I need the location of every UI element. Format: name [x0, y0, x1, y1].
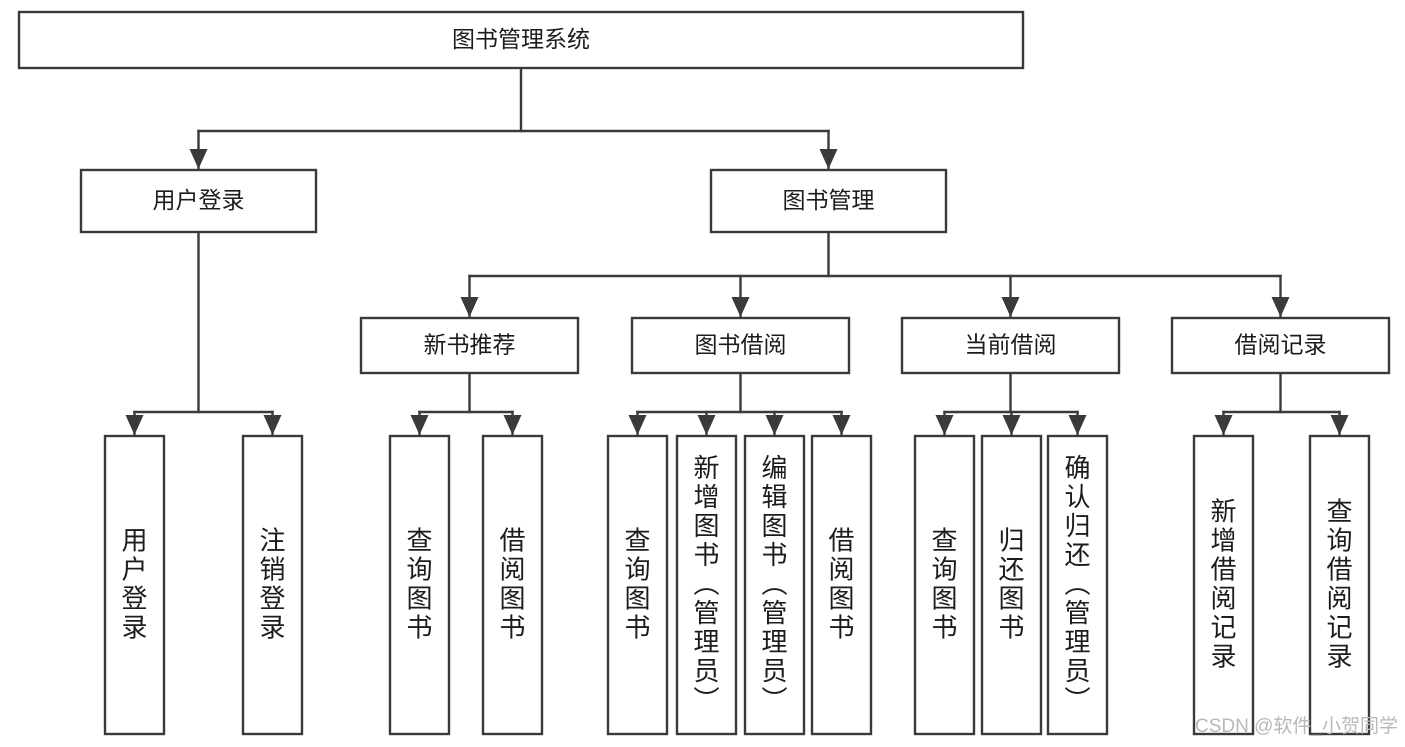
- leafgrp-user-login-arrow-1: [263, 415, 282, 435]
- node-labels: 图书管理系统用户登录图书管理新书推荐图书借阅当前借阅借阅记录用户登录注销登录查询…: [121, 26, 1352, 715]
- leaf-node-leaf-borrow-book-recommend-label: 借阅图书: [499, 526, 525, 643]
- level2-node-borrow-records-box[interactable]: [1170, 316, 1391, 375]
- leaf-node-leaf-borrow-book-label: 借阅图书: [828, 526, 854, 643]
- level2-node-borrow-records-label: 借阅记录: [1235, 332, 1327, 358]
- leafgrp-new-book-recommend-arrow-0: [410, 415, 429, 435]
- leaf-node-leaf-user-login-label: 用户登录: [121, 526, 147, 643]
- leaf-node-leaf-query-borrow-record-box[interactable]: [1308, 434, 1371, 736]
- leaf-node-leaf-borrow-book-recommend-box[interactable]: [481, 434, 544, 736]
- leafgrp-current-borrow-arrow-1: [1002, 415, 1021, 435]
- leaf-node-leaf-query-book-current-box[interactable]: [913, 434, 976, 736]
- leaf-node-leaf-add-borrow-record-box[interactable]: [1192, 434, 1255, 736]
- connector-lines: [133, 66, 1341, 437]
- level2-node-book-borrow-label: 图书借阅: [695, 332, 787, 358]
- level2-node-book-borrow-box[interactable]: [630, 316, 851, 375]
- level2-node-current-borrow-box[interactable]: [900, 316, 1121, 375]
- leafgrp-book-borrow-arrow-0: [628, 415, 647, 435]
- leaf-node-leaf-add-book-admin-box[interactable]: [675, 434, 738, 736]
- level2-node-new-book-recommend-label: 新书推荐: [424, 332, 516, 358]
- leafgrp-borrow-records-arrow-1: [1330, 415, 1349, 435]
- root-node-box[interactable]: [17, 10, 1025, 70]
- leaf-node-leaf-query-book-recommend-box[interactable]: [388, 434, 451, 736]
- leaf-node-leaf-query-book-recommend-label: 查询图书: [406, 526, 432, 643]
- leaf-node-leaf-confirm-return-admin-label: 确认归还︵管理员︶: [1064, 453, 1090, 715]
- leafgrp-borrow-records-arrow-0: [1214, 415, 1233, 435]
- leaf-node-leaf-user-login-box[interactable]: [103, 434, 166, 736]
- leaf-node-leaf-add-book-admin-label: 新增图书︵管理员︶: [693, 453, 719, 715]
- csdn-watermark: CSDN @软件_小贺同学: [1195, 715, 1398, 737]
- leaf-node-leaf-confirm-return-admin-box[interactable]: [1046, 434, 1109, 736]
- root-arrow-1: [819, 149, 838, 169]
- bookmgmt-arrow-1: [731, 297, 750, 317]
- leaf-node-leaf-edit-book-admin-label: 编辑图书︵管理员︶: [761, 453, 787, 715]
- leafgrp-book-borrow-arrow-2: [765, 415, 784, 435]
- leaf-node-leaf-add-borrow-record-label: 新增借阅记录: [1210, 497, 1236, 672]
- leafgrp-new-book-recommend-arrow-1: [503, 415, 522, 435]
- bookmgmt-arrow-0: [460, 297, 479, 317]
- leaf-node-leaf-query-book-borrow-box[interactable]: [606, 434, 669, 736]
- level2-node-current-borrow-label: 当前借阅: [965, 332, 1057, 358]
- node-boxes: [17, 10, 1391, 736]
- leaf-node-leaf-return-book-box[interactable]: [980, 434, 1043, 736]
- leafgrp-current-borrow-arrow-2: [1068, 415, 1087, 435]
- leaf-node-leaf-query-book-current-label: 查询图书: [931, 526, 957, 643]
- level2-node-new-book-recommend-box[interactable]: [359, 316, 580, 375]
- arrow-heads: [125, 149, 1349, 435]
- level1-node-user-login-box[interactable]: [79, 168, 318, 234]
- bookmgmt-arrow-3: [1271, 297, 1290, 317]
- leaf-node-leaf-borrow-book-box[interactable]: [810, 434, 873, 736]
- bookmgmt-arrow-2: [1001, 297, 1020, 317]
- level1-node-user-login-label: 用户登录: [153, 187, 245, 213]
- leafgrp-current-borrow-arrow-0: [935, 415, 954, 435]
- leaf-node-leaf-user-logout-box[interactable]: [241, 434, 304, 736]
- level1-node-book-management-box[interactable]: [709, 168, 948, 234]
- leaf-node-leaf-query-book-borrow-label: 查询图书: [624, 526, 650, 643]
- leafgrp-user-login-arrow-0: [125, 415, 144, 435]
- level1-node-book-management-label: 图书管理: [783, 187, 875, 213]
- leaf-node-leaf-return-book-label: 归还图书: [998, 526, 1024, 643]
- leaf-node-leaf-user-logout-label: 注销登录: [259, 526, 285, 643]
- leafgrp-book-borrow-arrow-1: [697, 415, 716, 435]
- root-node-label: 图书管理系统: [452, 26, 590, 52]
- leaf-node-leaf-query-borrow-record-label: 查询借阅记录: [1326, 497, 1352, 672]
- root-arrow-0: [189, 149, 208, 169]
- leaf-node-leaf-edit-book-admin-box[interactable]: [743, 434, 806, 736]
- leafgrp-book-borrow-arrow-3: [832, 415, 851, 435]
